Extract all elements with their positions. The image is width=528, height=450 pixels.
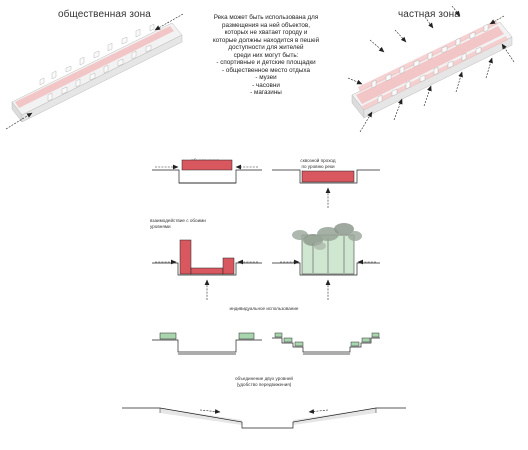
arrow-icon <box>489 15 505 25</box>
river-strip <box>356 26 504 104</box>
arrow-icon <box>451 5 461 17</box>
section-green-box <box>272 223 380 300</box>
arrow-icon <box>501 43 515 63</box>
arrow-icon <box>485 57 493 79</box>
arrow-icon <box>5 112 33 130</box>
private-zone-block <box>347 5 515 133</box>
arrow-icon <box>347 77 363 85</box>
caption-line: объединение двух уровней <box>235 376 293 381</box>
caption-line: (удобство передвижения) <box>236 381 292 387</box>
caption-two-levels: объединение двух уровней (удобство перед… <box>224 376 304 387</box>
arrow-icon <box>154 13 184 31</box>
desc-line: - магазины <box>250 89 282 96</box>
section-individual-right <box>272 332 380 355</box>
private-zone-title: частная зона <box>398 9 460 20</box>
section-two-levels <box>122 407 406 429</box>
arrow-icon <box>369 39 385 53</box>
green-block <box>361 337 371 343</box>
desc-line: - общественное место отдыха <box>222 66 310 74</box>
caption-line: уровнями <box>150 223 171 229</box>
green-block <box>350 341 360 347</box>
green-block <box>274 332 283 338</box>
section-ground-union <box>152 159 262 184</box>
arrow-icon <box>393 98 403 121</box>
caption-line: сквозной проход <box>300 158 336 163</box>
desc-line: которые должны находится в пешей <box>212 36 320 44</box>
red-block <box>301 170 355 183</box>
ramp-fill <box>160 408 242 425</box>
buildings-lower <box>47 44 152 102</box>
arrow-icon <box>424 16 434 29</box>
caption-line: по уровню реки <box>301 163 335 169</box>
caption-individual: индивидуальное использование <box>214 306 314 312</box>
arrow-icon <box>455 71 463 93</box>
green-block <box>238 332 255 340</box>
arrow-group-upper <box>347 5 505 85</box>
section-individual-left <box>152 332 262 355</box>
desc-line: - музеи <box>255 74 277 81</box>
green-block <box>294 341 304 347</box>
river-description: Река может быть использована для размеще… <box>200 14 332 97</box>
desc-line: - спортивные и детские площадки <box>216 59 316 66</box>
caption-interaction: взаимодействие с обоими уровнями <box>150 218 230 229</box>
green-block <box>283 337 293 343</box>
arrow-icon <box>359 111 373 133</box>
river-strip <box>15 26 174 108</box>
desc-line: Река может быть использована для <box>213 14 319 21</box>
desc-line: размещения на ней объектов, <box>222 21 310 29</box>
buildings-lower <box>377 46 482 104</box>
section-river-pass <box>272 169 380 208</box>
red-block <box>179 239 192 275</box>
caption-river-pass: сквозной проход по уровню реки <box>278 158 358 169</box>
tree-icon <box>292 223 362 273</box>
red-block <box>190 267 224 275</box>
public-zone-title: общественная зона <box>58 9 151 20</box>
caption-line: индивидуальное использование <box>229 306 299 311</box>
section-interaction <box>152 239 262 300</box>
arrow-group-lower <box>359 43 515 133</box>
block-front <box>21 34 183 123</box>
red-block <box>222 257 235 275</box>
green-block <box>159 332 177 340</box>
desc-line: которых не хватает городу и <box>224 29 308 36</box>
arrow-icon <box>308 409 329 414</box>
desc-line: доступности для жителей <box>228 44 304 51</box>
arrow-icon <box>199 409 221 414</box>
green-block <box>371 332 380 338</box>
red-block <box>181 159 233 171</box>
desc-line: среди них могут быть: <box>233 51 299 59</box>
arrow-icon <box>394 29 407 43</box>
buildings-upper <box>39 23 155 86</box>
public-zone-block <box>5 13 184 130</box>
arrow-icon <box>423 85 432 107</box>
caption-line: взаимодействие с обоими <box>150 218 206 223</box>
desc-line: - часовни <box>252 81 280 89</box>
buildings-upper <box>371 23 489 89</box>
ramp-fill <box>293 408 376 425</box>
